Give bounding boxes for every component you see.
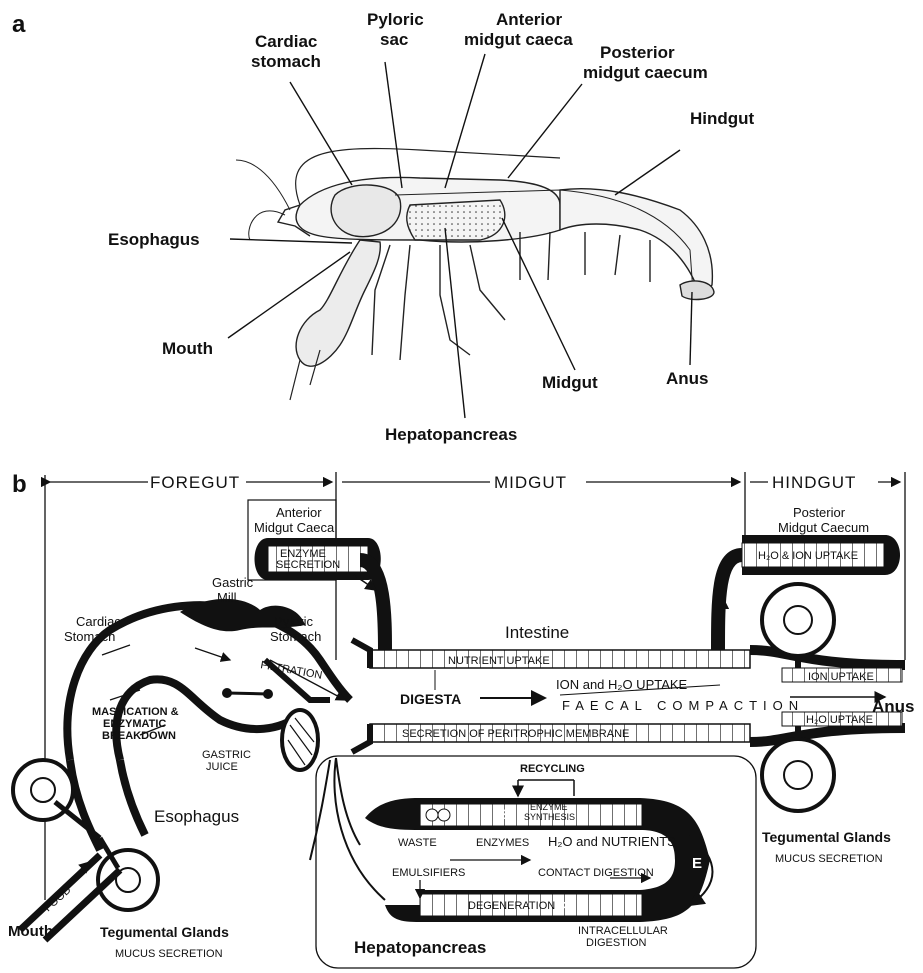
midgut-header: MIDGUT (494, 473, 567, 492)
label-enzyme-synthesis: ENZYME SYNTHESIS (524, 802, 575, 822)
label-b-posterior-midgut-caecum: Posterior Midgut Caecum (778, 505, 869, 535)
mouth-and-glands-left (13, 760, 158, 940)
label-recycling: RECYCLING (520, 763, 585, 775)
label-hepatopancreas: Hepatopancreas (385, 425, 517, 444)
label-mucus-secretion-left: MUCUS SECRETION (115, 948, 223, 960)
label-b-anus: Anus (872, 697, 915, 716)
hindgut-header: HINDGUT (772, 473, 856, 492)
label-mouth: Mouth (162, 339, 213, 358)
label-midgut: Midgut (542, 373, 598, 392)
label-intracellular-digestion: INTRACELLULAR DIGESTION (578, 925, 671, 949)
label-filtration: FILTRATION (259, 659, 323, 682)
label-anterior-midgut-caeca: Anterior midgut caeca (464, 10, 573, 49)
label-hindgut: Hindgut (690, 109, 755, 128)
hepatopancreas-box (316, 756, 756, 968)
label-emulsifiers: EMULSIFIERS (392, 867, 465, 879)
label-tegumental-glands-right: Tegumental Glands (762, 829, 891, 845)
label-tegumental-glands-left: Tegumental Glands (100, 924, 229, 940)
label-digesta: DIGESTA (400, 691, 461, 707)
label-b-anterior-midgut-caeca: Anterior Midgut Caeca (254, 505, 335, 535)
label-faecal-compaction: FAECAL COMPACTION (562, 698, 804, 713)
label-mucus-secretion-right: MUCUS SECRETION (775, 853, 883, 865)
cell-b-label: B (498, 806, 508, 822)
label-mastication: MASTICATION & ENZYMATIC BREAKDOWN (92, 706, 182, 742)
label-anus: Anus (666, 369, 709, 388)
cell-f-label: F (578, 807, 587, 824)
label-h2o-ion-uptake: H₂O & ION UPTAKE (758, 550, 858, 562)
label-b-esophagus: Esophagus (154, 807, 239, 826)
label-secretion-peritrophic: SECRETION OF PERITROPHIC MEMBRANE (402, 728, 629, 740)
label-nutrient-uptake: NUTRIENT UPTAKE (448, 655, 550, 667)
label-pyloric-sac: Pyloric sac (367, 10, 428, 49)
cell-r-label: R (560, 899, 571, 916)
panel-a-letter: a (12, 11, 26, 38)
label-h2o-nutrients: H₂O and NUTRIENTS (548, 834, 676, 849)
label-degeneration: DEGENERATION (468, 900, 555, 912)
panel-b-letter: b (12, 471, 27, 498)
label-b-hepatopancreas: Hepatopancreas (354, 938, 486, 957)
label-enzymes: ENZYMES (476, 837, 529, 849)
label-h2o-uptake: H₂O UPTAKE (806, 714, 873, 726)
crayfish-illustration (236, 149, 714, 400)
label-gastric-juice: GASTRIC JUICE (202, 749, 254, 773)
label-b-mouth: Mouth (8, 923, 53, 940)
foregut-header: FOREGUT (150, 473, 240, 492)
label-posterior-midgut-caecum: Posterior midgut caecum (583, 43, 708, 82)
label-contact-digestion: CONTACT DIGESTION (538, 867, 654, 879)
label-waste: WASTE (398, 837, 437, 849)
label-ion-h2o-uptake: ION and H₂O UPTAKE (556, 677, 688, 692)
label-cardiac-stomach: Cardiac stomach (251, 32, 322, 71)
label-gastric-mill: Gastric Mill (212, 575, 257, 605)
label-food: FOOD (42, 884, 74, 914)
label-ion-uptake: ION UPTAKE (808, 671, 874, 683)
label-esophagus: Esophagus (108, 230, 200, 249)
cell-e-label: E (692, 855, 702, 872)
label-pyloric-stomach: Pyloric Stomach (270, 614, 321, 644)
label-intestine: Intestine (505, 623, 569, 642)
